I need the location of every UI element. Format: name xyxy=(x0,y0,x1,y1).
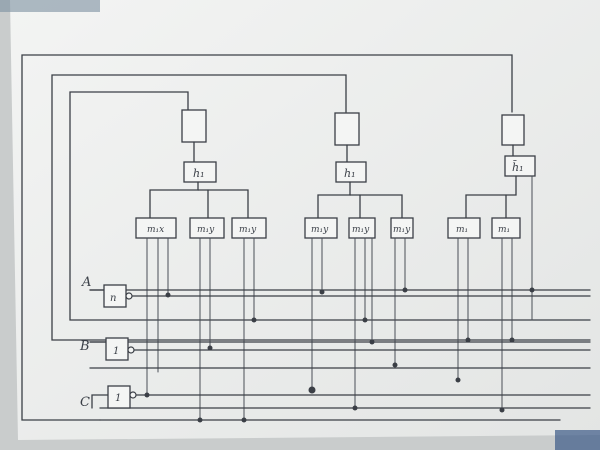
m-block-7: m₁ xyxy=(447,217,481,239)
paper-edge-shadow xyxy=(0,0,100,12)
inverter-gates: n A 1 B 1 C xyxy=(79,275,137,410)
gate-c-box xyxy=(107,385,131,409)
svg-text:m₁: m₁ xyxy=(456,225,468,235)
m-block-4: m₁y xyxy=(304,217,338,239)
register-box-2 xyxy=(334,112,360,146)
m-block-2: m₁y xyxy=(189,217,225,239)
input-b-label: B xyxy=(79,339,90,354)
gate-b: 1 B xyxy=(79,337,135,361)
gate-a: n A xyxy=(81,275,133,308)
gate-c-bubble xyxy=(129,391,137,399)
wire-outer-loop xyxy=(21,54,513,421)
junction-dots xyxy=(144,287,535,423)
minterm-blocks: m₁x m₁y m₁y m₁y m₁y m₁y m₁ m₁ xyxy=(135,217,521,239)
svg-text:m₁y: m₁y xyxy=(197,225,215,235)
corner-object xyxy=(555,430,600,450)
register-box-3 xyxy=(501,114,525,146)
m-block-1: m₁x xyxy=(135,217,177,239)
register-box-1 xyxy=(181,109,207,143)
input-c-label: C xyxy=(80,395,90,410)
m-block-6: m₁y xyxy=(390,217,414,239)
register-boxes xyxy=(181,109,525,163)
svg-text:m₁y: m₁y xyxy=(393,225,411,235)
wire-inner-loop xyxy=(69,91,591,321)
decoder-blocks: h₁ h₁ h̄₁ xyxy=(183,155,536,183)
gate-b-bubble xyxy=(127,346,135,354)
svg-text:m₁y: m₁y xyxy=(239,225,257,235)
decoder-3: h̄₁ xyxy=(504,155,536,177)
decoder-1: h₁ xyxy=(183,161,217,183)
decoder-2-label: h₁ xyxy=(344,167,356,180)
m-block-8: m₁ xyxy=(491,217,521,239)
gate-c-symbol: 1 xyxy=(115,393,121,404)
gate-a-bubble xyxy=(125,292,133,300)
m-block-5: m₁y xyxy=(348,217,376,239)
input-a-label: A xyxy=(81,275,91,290)
gate-b-symbol: 1 xyxy=(113,346,119,357)
svg-text:m₁y: m₁y xyxy=(311,225,329,235)
wire-middle-loop xyxy=(51,74,591,341)
decoder-1-label: h₁ xyxy=(193,167,205,180)
svg-text:m₁y: m₁y xyxy=(352,225,370,235)
decoder-2: h₁ xyxy=(335,161,367,183)
gate-a-symbol: n xyxy=(110,293,116,304)
decoder-3-label: h̄₁ xyxy=(512,161,524,174)
feedback-wires xyxy=(21,54,591,421)
gate-c: 1 C xyxy=(80,385,137,410)
svg-text:m₁x: m₁x xyxy=(147,225,164,235)
svg-text:m₁: m₁ xyxy=(498,225,510,235)
input-buses xyxy=(89,289,591,421)
m-block-3: m₁y xyxy=(231,217,267,239)
